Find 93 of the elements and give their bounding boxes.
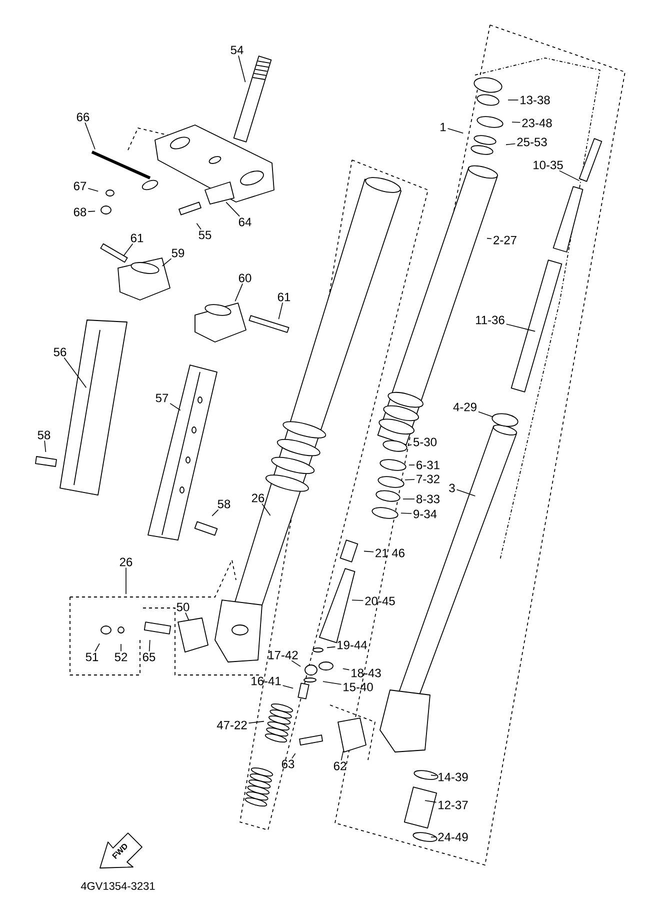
leader-line [162,258,172,266]
callout-number: 62 [334,762,346,770]
leader-line [262,503,271,516]
leader-line [212,509,219,516]
leader-line [558,170,580,182]
callout-number: 64 [238,218,252,226]
leader-line [364,550,374,552]
callout-number: 21 46 [376,548,404,558]
callout-number: 50 [176,602,190,612]
leader-line [148,640,150,652]
leader-line [456,489,476,496]
leader-line [88,188,98,192]
callout-number: 26 [120,558,132,566]
callout-number: 67 [74,182,86,190]
leader-line [447,128,464,134]
callout-number: 20-45 [365,596,395,606]
callout-number: 58 [218,500,230,508]
leader-line [170,403,181,411]
leader-line [64,357,87,388]
leader-line [340,750,344,761]
callout-number: 4-29 [453,402,476,412]
leader-line [326,646,336,648]
leader-line [44,440,46,452]
leader-line [123,243,134,256]
callout-number: 3 [449,484,455,492]
callout-number: 61 [130,234,144,242]
callout-number: 8-33 [416,494,440,504]
leader-line [278,302,284,320]
callout-number: 51 [86,652,98,662]
callout-number: 9-34 [414,510,437,518]
leader-line [478,411,494,418]
callout-number: 19-44 [338,640,367,650]
callout-number: 24-49 [438,832,468,842]
leader-line [196,223,202,230]
leader-line [404,479,415,480]
leader-line [238,55,246,82]
callout-number: 10-35 [534,160,563,170]
callout-number: 13-38 [520,96,550,104]
callout-number: 66 [76,112,90,122]
leader-line [512,122,521,123]
leader-line [424,800,437,803]
callout-number: 23-48 [522,118,552,128]
callout-number: 16-41 [252,676,281,686]
leader-line [282,685,294,689]
callout-number: 11-36 [476,316,504,324]
leader-line [408,444,412,446]
leader-line [120,644,122,652]
callout-number: 54 [230,46,244,54]
leader-line [226,202,240,217]
callout-number: 17-42 [268,650,298,660]
callout-number: 18-43 [352,668,381,678]
leader-line [248,720,264,724]
callout-number: 2-27 [494,236,516,244]
leader-line [430,774,437,776]
callout-number: 15-40 [344,682,373,692]
leader-line [402,498,415,500]
callout-number: 1 [440,122,446,132]
callout-number: 59 [172,248,184,258]
leader-line [408,464,415,466]
leader-line [400,512,412,514]
callout-number: 25-53 [517,138,547,146]
part-code: 4GV1354-3231 [80,882,155,890]
leader-line [352,600,364,601]
leader-line [506,324,536,332]
callout-number: 68 [74,208,86,216]
callout-number: 52 [114,652,128,662]
leader-line [486,238,492,240]
leader-line [292,753,296,759]
leader-line [430,836,437,838]
callout-number: 12-37 [438,800,468,810]
callout-number: 57 [156,394,168,402]
callout-number: 55 [198,230,212,240]
callout-number: 63 [282,760,294,768]
callout-number: 65 [142,652,156,662]
leader-line [185,612,190,621]
leader-line [88,210,96,212]
callout-number: 26 [252,494,264,502]
leader-line [94,643,100,652]
leader-line [342,668,350,670]
leader-line [84,122,96,150]
leader-line [234,283,243,302]
callout-number: 14-39 [438,772,468,782]
callout-number: 47-22 [216,720,247,730]
leader-line [506,143,516,146]
callout-number: 61 [278,292,290,302]
leader-line [322,681,342,685]
callout-number: 56 [54,348,66,356]
callout-number: 6-31 [416,460,440,470]
callout-number: 5-30 [413,438,437,446]
callout-number: 60 [238,274,252,282]
callout-number: 58 [38,430,50,440]
leader-line [291,660,301,667]
callout-number: 7-32 [416,474,440,484]
